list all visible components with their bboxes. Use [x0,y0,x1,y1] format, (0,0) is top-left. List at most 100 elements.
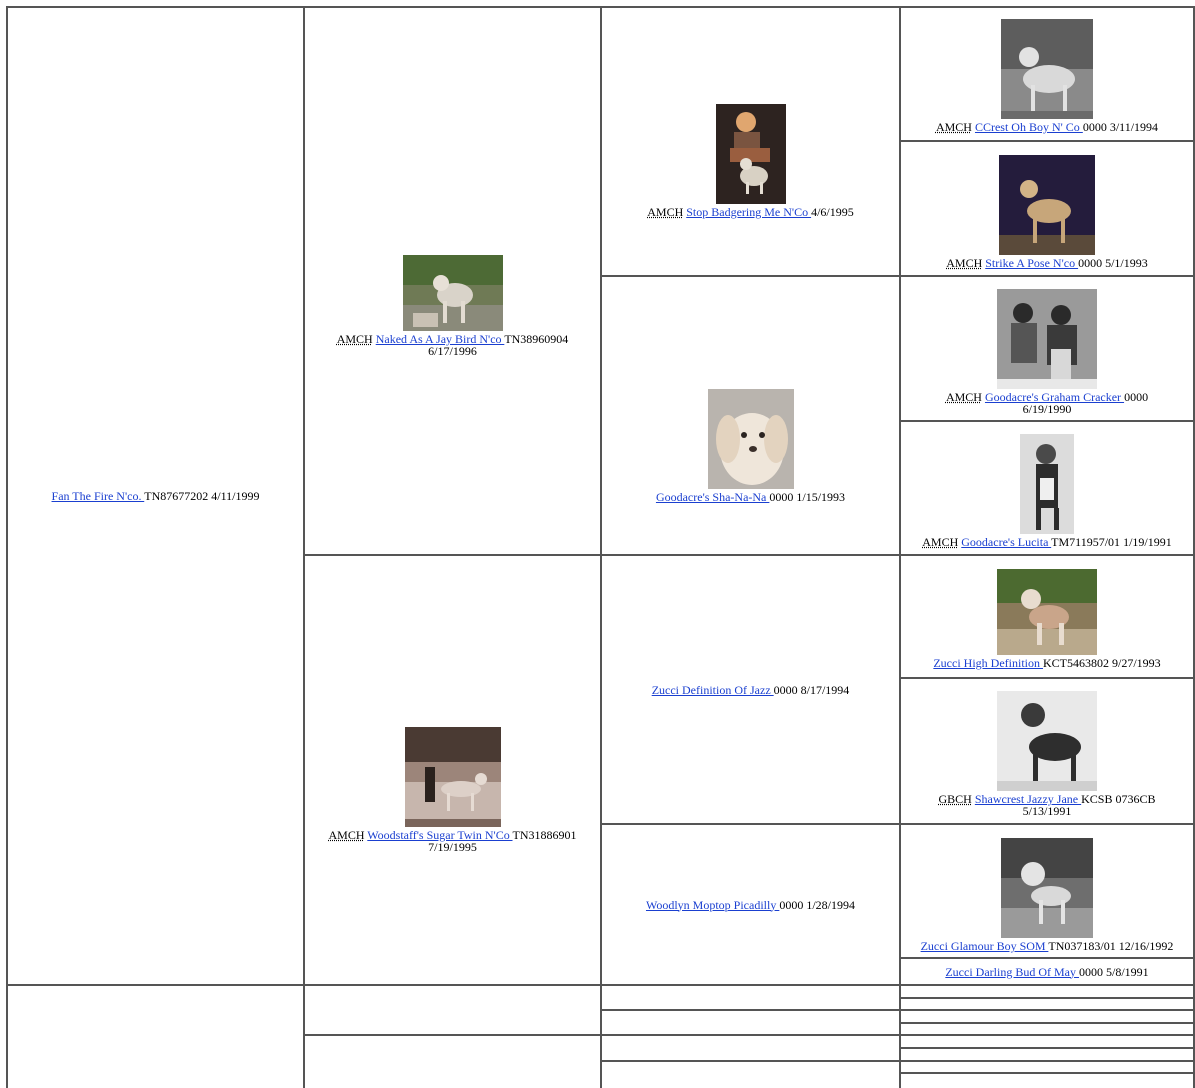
col-divider-2 [600,6,602,1088]
empty-col4-divider-2 [899,1009,1195,1011]
subject-link[interactable]: Fan The Fire N'co. [51,489,145,503]
empty-col4-divider-6 [899,1060,1195,1062]
g5-cell: Zucci High Definition KCT5463802 9/27/19… [901,556,1193,677]
empty-col4-divider-3 [899,1022,1195,1024]
g8-reg: 0000 [1078,964,1103,979]
dog-photo-icon[interactable] [997,288,1097,389]
g5-link[interactable]: Zucci High Definition [933,655,1043,670]
g8-caption: Zucci Darling Bud Of May 0000 5/8/1991 [941,966,1152,978]
sire-dam-cell: Goodacre's Sha-Na-Na 0000 1/15/1993 [602,277,899,554]
empty-col4-divider-1 [899,997,1195,999]
g6-dob: 5/13/1991 [1022,804,1072,818]
col4-divider-6 [899,823,1195,825]
empty-col4-divider-7 [899,1072,1195,1074]
sire-dam-link[interactable]: Goodacre's Sha-Na-Na [655,489,770,504]
sire-sire-dob: 4/6/1995 [811,204,854,219]
dam-reg: TN31886901 [512,828,577,842]
col-divider-right [1193,6,1195,1088]
dog-photo-icon[interactable] [1001,19,1093,119]
dog-photo-icon[interactable] [997,691,1097,791]
g5-caption: Zucci High Definition KCT5463802 9/27/19… [929,657,1164,669]
g3-cell: AMCH Goodacre's Graham Cracker 0000 6/19… [901,277,1193,420]
dam-dam-caption: Woodlyn Moptop Picadilly 0000 1/28/1994 [642,899,859,911]
sire-sire-cell: AMCH Stop Badgering Me N'Co 4/6/1995 [602,8,899,275]
col3-divider-2 [600,554,900,556]
empty-col3-divider-2 [600,1034,900,1036]
g1-reg: 0000 [1082,120,1107,134]
g7-cell: Zucci Glamour Boy SOM TN037183/01 12/16/… [901,825,1193,957]
g1-link[interactable]: CCrest Oh Boy N' Co [974,120,1083,134]
g4-reg: TM711957/01 [1051,535,1121,549]
g4-cell: AMCH Goodacre's Lucita TM711957/01 1/19/… [901,422,1193,554]
col-divider-3 [899,6,901,1088]
g3-reg: 0000 [1124,389,1149,404]
dam-dam-cell: Woodlyn Moptop Picadilly 0000 1/28/1994 [602,825,899,984]
dam-dam-link[interactable]: Woodlyn Moptop Picadilly [645,897,780,912]
sire-sire-link[interactable]: Stop Badgering Me N'Co [686,204,812,219]
dam-dob: 7/19/1995 [428,840,477,854]
g8-dob: 5/8/1991 [1105,964,1149,979]
g6-link[interactable]: Shawcrest Jazzy Jane [974,792,1082,806]
col4-divider-5 [899,677,1195,679]
top-border [6,6,1195,8]
g4-link[interactable]: Goodacre's Lucita [961,535,1052,549]
empty-col3-divider-3 [600,1060,900,1062]
sire-caption: AMCH Naked As A Jay Bird N'co TN38960904… [333,333,573,357]
dam-cell: AMCH Woodstaff's Sugar Twin N'Co TN31886… [305,556,600,984]
dog-photo-icon[interactable] [404,727,501,827]
sire-sire-title: AMCH [647,204,684,219]
g7-caption: Zucci Glamour Boy SOM TN037183/01 12/16/… [917,940,1178,952]
sire-title: AMCH [336,332,373,346]
g2-caption: AMCH Strike A Pose N'co 0000 5/1/1993 [942,257,1152,269]
g2-link[interactable]: Strike A Pose N'co [985,255,1079,270]
col4-divider-3 [899,420,1195,422]
dog-photo-icon[interactable] [997,568,1097,655]
g2-cell: AMCH Strike A Pose N'co 0000 5/1/1993 [901,142,1193,275]
g1-caption: AMCH CCrest Oh Boy N' Co 0000 3/11/1994 [932,121,1162,133]
dog-photo-icon[interactable] [1020,434,1074,534]
col4-divider-4 [899,554,1195,556]
col-divider-1 [303,6,305,1088]
empty-col2-divider [303,1034,601,1036]
sire-dob: 6/17/1996 [428,344,477,358]
dog-photo-icon[interactable] [715,103,786,204]
g7-reg: TN037183/01 [1048,939,1116,953]
g6-title: GBCH [938,792,972,806]
subject-caption: Fan The Fire N'co. TN87677202 4/11/1999 [48,490,264,502]
g6-reg: KCSB 0736CB [1081,792,1156,806]
dam-sire-link[interactable]: Zucci Definition Of Jazz [651,682,774,697]
sire-dam-reg: 0000 [769,489,794,504]
col3-divider-3 [600,823,900,825]
empty-col4-divider-5 [899,1047,1195,1049]
empty-col4-divider-4 [899,1034,1195,1036]
col4-divider-2 [899,275,1195,277]
dam-dam-dob: 1/28/1994 [806,897,856,912]
g8-link[interactable]: Zucci Darling Bud Of May [945,964,1079,979]
sire-reg: TN38960904 [504,332,569,346]
sire-link[interactable]: Naked As A Jay Bird N'co [375,332,505,346]
g7-link[interactable]: Zucci Glamour Boy SOM [920,939,1049,953]
dam-link[interactable]: Woodstaff's Sugar Twin N'Co [367,828,513,842]
dam-title: AMCH [328,828,365,842]
g4-dob: 1/19/1991 [1123,535,1172,549]
g5-reg: KCT5463802 [1042,655,1109,670]
g8-cell: Zucci Darling Bud Of May 0000 5/8/1991 [901,959,1193,984]
subject-dob: 4/11/1999 [211,489,260,503]
empty-col3-divider-1 [600,1009,900,1011]
g1-title: AMCH [935,120,972,134]
g1-cell: AMCH CCrest Oh Boy N' Co 0000 3/11/1994 [901,8,1193,140]
dog-photo-icon[interactable] [999,154,1095,255]
sire-sire-caption: AMCH Stop Badgering Me N'Co 4/6/1995 [643,206,858,218]
col4-divider-7 [899,957,1195,959]
sire-dam-dob: 1/15/1993 [796,489,846,504]
g7-dob: 12/16/1992 [1118,939,1174,953]
dam-sire-reg: 0000 [773,682,798,697]
dog-photo-icon[interactable] [707,388,794,489]
dog-photo-icon[interactable] [1001,838,1093,938]
g3-title: AMCH [945,389,982,404]
dam-caption: AMCH Woodstaff's Sugar Twin N'Co TN31886… [324,829,580,853]
dog-photo-icon[interactable] [402,255,503,331]
subject-cell: Fan The Fire N'co. TN87677202 4/11/1999 [8,8,303,984]
g2-title: AMCH [946,255,983,270]
g3-link[interactable]: Goodacre's Graham Cracker [984,389,1125,404]
